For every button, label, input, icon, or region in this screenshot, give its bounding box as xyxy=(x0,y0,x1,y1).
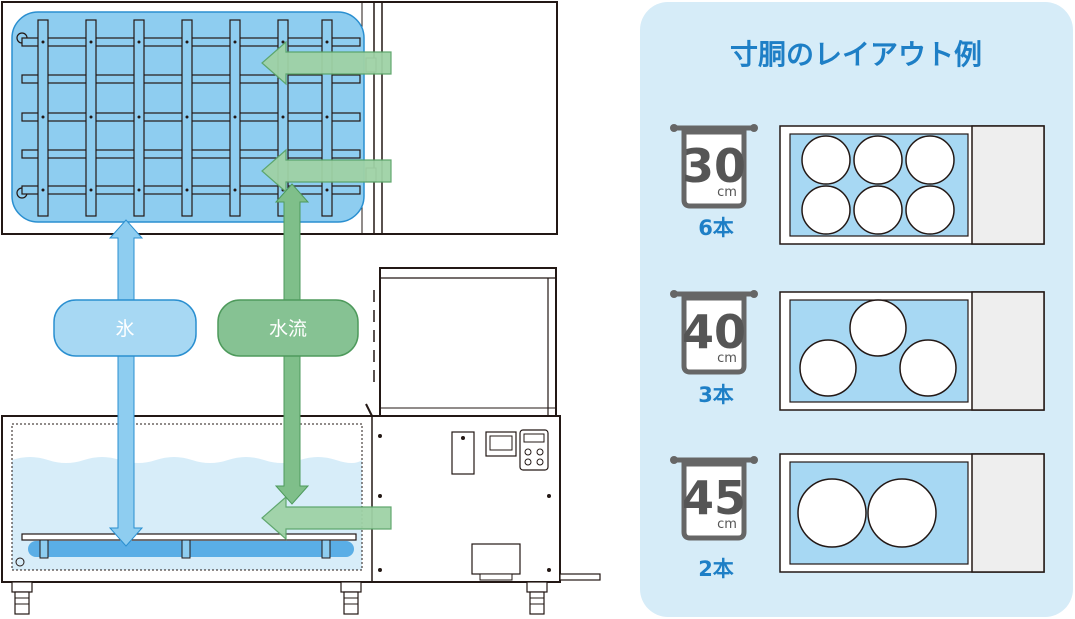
pot-circle xyxy=(853,185,903,235)
pot-circle xyxy=(801,185,851,235)
ice-bar xyxy=(28,541,354,557)
pot-size-icon: 30 cm xyxy=(670,124,758,209)
pot-circle xyxy=(905,185,955,235)
foot xyxy=(11,581,33,593)
pot-size-icon: 45 cm xyxy=(670,456,758,541)
upper-unit xyxy=(1,1,558,235)
pot-circle xyxy=(799,339,857,397)
foot xyxy=(340,581,362,593)
ice-label: 氷 xyxy=(115,318,134,340)
pot-circle xyxy=(797,478,867,548)
pot-circle xyxy=(849,299,907,357)
pot-circle xyxy=(899,339,957,397)
layout-panel-title: 寸胴のレイアウト例 xyxy=(730,38,982,71)
pot-count: 2本 xyxy=(698,557,734,581)
pot-circle xyxy=(905,135,955,185)
size-unit: cm xyxy=(717,185,737,200)
pot-circle xyxy=(853,135,903,185)
size-number: 40 xyxy=(682,305,746,359)
water-tank xyxy=(1,403,601,615)
ice-label-bubble: 氷 xyxy=(53,299,197,357)
pot-size-icon: 40 cm xyxy=(670,290,758,375)
pot-circle xyxy=(801,135,851,185)
layout-panel: 寸胴のレイアウト例 30 cm 6本 xyxy=(640,2,1073,617)
pot-count: 3本 xyxy=(698,383,734,407)
foot xyxy=(526,581,548,593)
compressor-box xyxy=(373,267,557,417)
pot-count: 6本 xyxy=(698,216,734,240)
water-flow-label: 水流 xyxy=(269,318,307,340)
size-number: 30 xyxy=(682,139,746,193)
arrow-left-icon xyxy=(261,495,392,541)
size-number: 45 xyxy=(682,471,746,525)
arrow-left-icon xyxy=(261,40,392,86)
layout-example-30cm: 30 cm 6本 xyxy=(670,124,1045,245)
layout-example-45cm: 45 cm 2本 xyxy=(670,453,1045,581)
arrow-left-icon xyxy=(261,148,392,194)
size-unit: cm xyxy=(717,351,737,366)
pot-circle xyxy=(867,478,937,548)
size-unit: cm xyxy=(717,517,737,532)
layout-example-40cm: 40 cm 3本 xyxy=(670,290,1045,411)
water-flow-arrows xyxy=(261,40,392,541)
control-panel xyxy=(451,431,475,475)
water-flow-label-bubble: 水流 xyxy=(217,299,359,357)
